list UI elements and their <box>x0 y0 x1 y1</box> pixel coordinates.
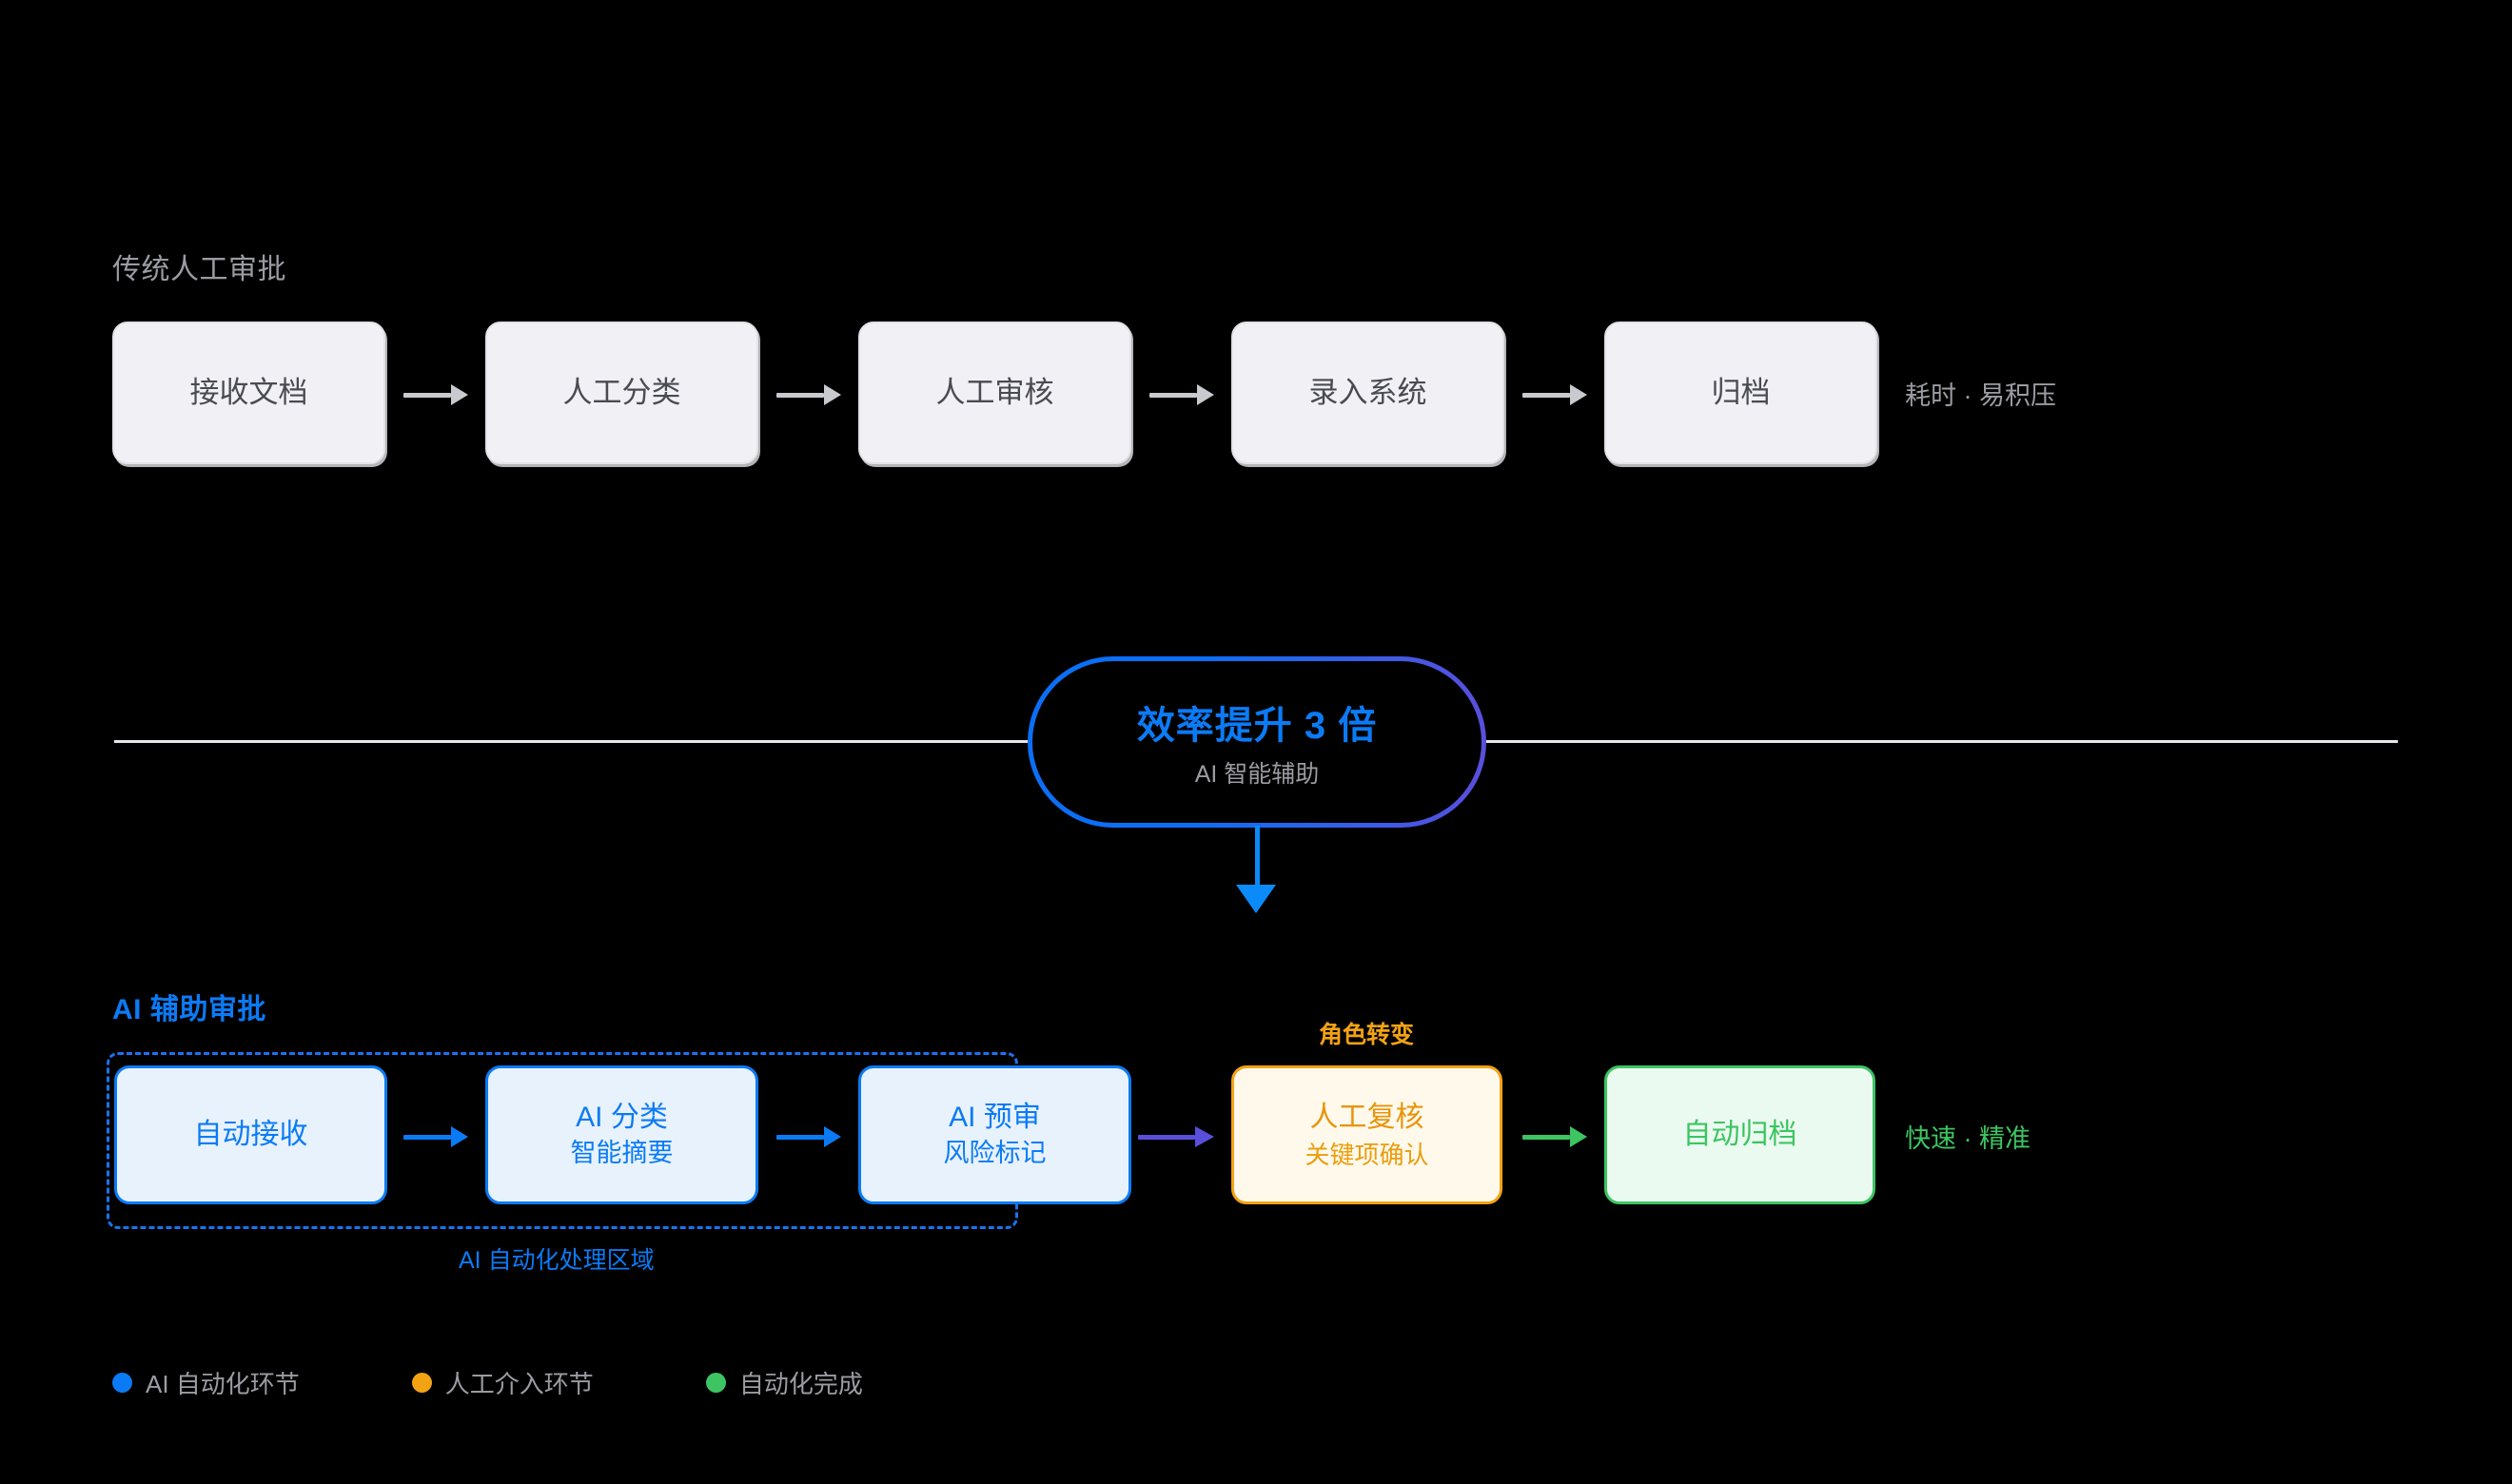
arrow-head <box>824 384 841 405</box>
arrow-shaft <box>403 393 451 398</box>
node-label: 接收文档 <box>189 375 308 409</box>
node-label: 人工审核 <box>935 375 1054 409</box>
arrow-head <box>451 384 468 405</box>
legend: AI 自动化环节 人工介入环节 自动化完成 <box>112 1365 975 1400</box>
ai-node-human-recheck[interactable]: 人工复核 关键项确认 <box>1231 1065 1502 1204</box>
legend-dot-orange-icon <box>411 1373 432 1393</box>
ai-side-note: 快速 · 精准 <box>1905 1124 2031 1153</box>
legend-label: AI 自动化环节 <box>146 1370 300 1398</box>
traditional-side-note: 耗时 · 易积压 <box>1905 381 2056 410</box>
node-label: 自动归档 <box>1682 1119 1797 1151</box>
node-label: 自动接收 <box>193 1119 308 1151</box>
role-change-label: 角色转变 <box>1319 1022 1415 1048</box>
node-label: AI 预审 <box>949 1102 1041 1134</box>
legend-dot-green-icon <box>705 1373 726 1393</box>
traditional-section-title: 传统人工审批 <box>112 254 286 285</box>
badge-headline: 效率提升 3 倍 <box>1136 705 1378 747</box>
efficiency-badge[interactable]: 效率提升 3 倍 AI 智能辅助 <box>1028 656 1486 828</box>
traditional-node-archive[interactable]: 归档 <box>1604 322 1877 464</box>
legend-item-human: 人工介入环节 <box>411 1365 594 1400</box>
badge-subline: AI 智能辅助 <box>1194 761 1320 788</box>
traditional-node-manual-review[interactable]: 人工审核 <box>858 322 1131 464</box>
node-sublabel: 关键项确认 <box>1305 1140 1429 1169</box>
arrow-shaft <box>403 1135 451 1140</box>
node-sublabel: 风险标记 <box>943 1138 1047 1167</box>
legend-dot-blue-icon <box>112 1373 132 1393</box>
ai-node-auto-archive[interactable]: 自动归档 <box>1604 1065 1875 1204</box>
arrow-head <box>824 1126 841 1147</box>
node-label: 归档 <box>1711 375 1771 409</box>
traditional-node-receive[interactable]: 接收文档 <box>112 322 385 464</box>
ai-node-classify[interactable]: AI 分类 智能摘要 <box>485 1065 758 1204</box>
legend-label: 自动化完成 <box>738 1370 863 1398</box>
node-label: 人工复核 <box>1309 1102 1424 1133</box>
badge-gradient-border: 效率提升 3 倍 AI 智能辅助 <box>1028 656 1486 828</box>
node-sublabel: 智能摘要 <box>570 1138 674 1167</box>
ai-node-auto-receive[interactable]: 自动接收 <box>114 1065 387 1204</box>
ai-section-title: AI 辅助审批 <box>112 994 266 1025</box>
arrow-head <box>1197 384 1214 405</box>
arrow-shaft <box>776 393 824 398</box>
traditional-node-manual-classify[interactable]: 人工分类 <box>485 322 758 464</box>
arrow-head <box>451 1126 468 1147</box>
badge-inner: 效率提升 3 倍 AI 智能辅助 <box>1032 661 1482 823</box>
arrow-head <box>1570 384 1587 405</box>
arrow-shaft <box>1522 1135 1570 1140</box>
arrow-shaft <box>1138 1135 1195 1140</box>
arrow-head <box>1570 1126 1587 1147</box>
node-label: 人工分类 <box>562 375 681 409</box>
arrow-shaft <box>1522 393 1570 398</box>
arrow-shaft <box>776 1135 824 1140</box>
legend-label: 人工介入环节 <box>444 1370 594 1398</box>
badge-connector-line <box>1255 826 1260 890</box>
node-label: AI 分类 <box>576 1102 668 1134</box>
arrow-shaft <box>1149 393 1197 398</box>
node-label: 录入系统 <box>1308 375 1427 409</box>
ai-node-pre-review[interactable]: AI 预审 风险标记 <box>858 1065 1131 1204</box>
traditional-node-data-entry[interactable]: 录入系统 <box>1231 322 1504 464</box>
legend-item-ai: AI 自动化环节 <box>112 1365 300 1400</box>
ai-automation-region-label: AI 自动化处理区域 <box>459 1247 655 1274</box>
legend-item-done: 自动化完成 <box>705 1365 863 1400</box>
arrow-head <box>1195 1126 1214 1147</box>
badge-connector-arrowhead <box>1236 885 1276 913</box>
